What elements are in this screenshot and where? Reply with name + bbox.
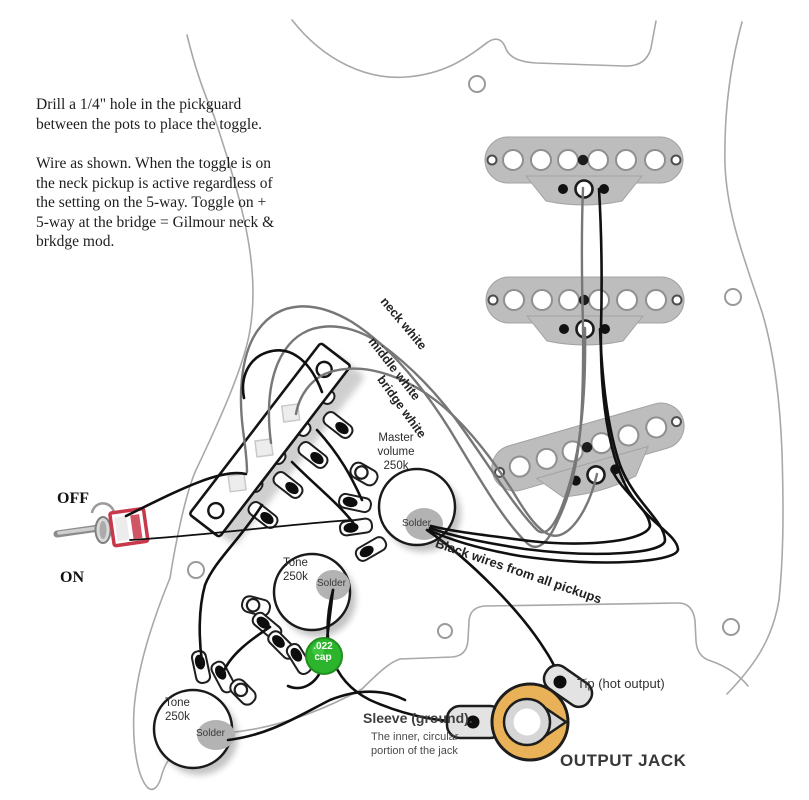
tone-line: 250k: [283, 571, 308, 583]
sleeve-note: The inner, circular portion of the jack: [371, 731, 458, 758]
switch-to-tone-wire: [198, 503, 264, 664]
toggle-to-switch-wire: [124, 471, 248, 518]
instruction-line: the neck pickup is active regardless of: [36, 174, 273, 192]
tone-line: Tone: [283, 557, 308, 569]
neck-pickup: [483, 135, 685, 207]
tone-line: Tone: [165, 697, 190, 709]
solder-label-tone-mid: Solder: [317, 578, 346, 589]
sleeve-label: Sleeve (ground).: [363, 710, 473, 726]
tone-middle-label: Tone 250k: [283, 556, 308, 584]
bridge-white-wire: [294, 367, 599, 537]
master-volume-line: volume: [377, 446, 415, 458]
neck-white-wire: [239, 186, 585, 549]
black-wires: [124, 187, 680, 742]
solder-label-volume: Solder: [402, 518, 431, 529]
output-jack: [445, 663, 594, 762]
tone-to-tone-wire: [221, 625, 272, 675]
instruction-line: the setting on the 5-way. Toggle on +: [36, 194, 267, 211]
black-bundle-bridge: [429, 468, 652, 545]
capacitor-word: cap: [314, 652, 332, 663]
five-way-switch: [189, 342, 364, 545]
instruction-paragraph-1: Drill a 1/4" hole in the pickguard betwe…: [36, 95, 316, 134]
pickup-white-wires: [239, 186, 599, 549]
tone-lower-label: Tone 250k: [165, 696, 190, 724]
sleeve-note-line: portion of the jack: [371, 744, 458, 757]
capacitor-label: .022 cap: [306, 641, 340, 663]
switch-to-volume-wire-2: [290, 460, 356, 526]
instruction-paragraph-2: Wire as shown. When the toggle is on the…: [36, 154, 316, 252]
tone-line: 250k: [165, 711, 190, 723]
tone-pot-lower: [152, 648, 260, 775]
capacitor-022: [305, 637, 343, 675]
master-volume-line: Master: [378, 432, 414, 444]
instruction-line: between the pots to place the toggle.: [36, 115, 262, 133]
capacitor-value: .022: [313, 641, 333, 652]
tone-low-out-wire: [226, 690, 407, 742]
toggle-switch: [53, 502, 150, 548]
instruction-line: brkdge mod.: [36, 233, 115, 250]
output-jack-label: OUTPUT JACK: [560, 751, 687, 770]
master-volume-label: Master volume 250k: [368, 431, 424, 473]
toggle-on-label: ON: [60, 569, 84, 586]
switch-to-volume-wire-1: [315, 428, 364, 502]
tone-pot-middle: [239, 552, 356, 678]
toggle-off-label: OFF: [57, 490, 89, 507]
pickguard-screw-holes: [187, 75, 742, 639]
solder-label-tone-low: Solder: [196, 728, 225, 739]
instruction-text: Drill a 1/4" hole in the pickguard betwe…: [36, 95, 316, 272]
instruction-line: Drill a 1/4" hole in the pickguard: [36, 96, 242, 113]
middle-white-wire: [267, 325, 587, 534]
black-bundle-middle: [428, 327, 667, 556]
master-volume-line: 250k: [383, 460, 409, 472]
pickguard-outline: [132, 19, 784, 791]
sleeve-note-line: The inner, circular: [371, 731, 459, 743]
instruction-line: 5-way at the bridge = Gilmour neck &: [36, 213, 275, 231]
instruction-line: Wire as shown. When the toggle is on: [36, 155, 271, 172]
tip-label: Tip (hot output): [577, 676, 665, 691]
switch-loop-wire: [241, 349, 324, 400]
black-bundle-neck: [427, 187, 680, 564]
